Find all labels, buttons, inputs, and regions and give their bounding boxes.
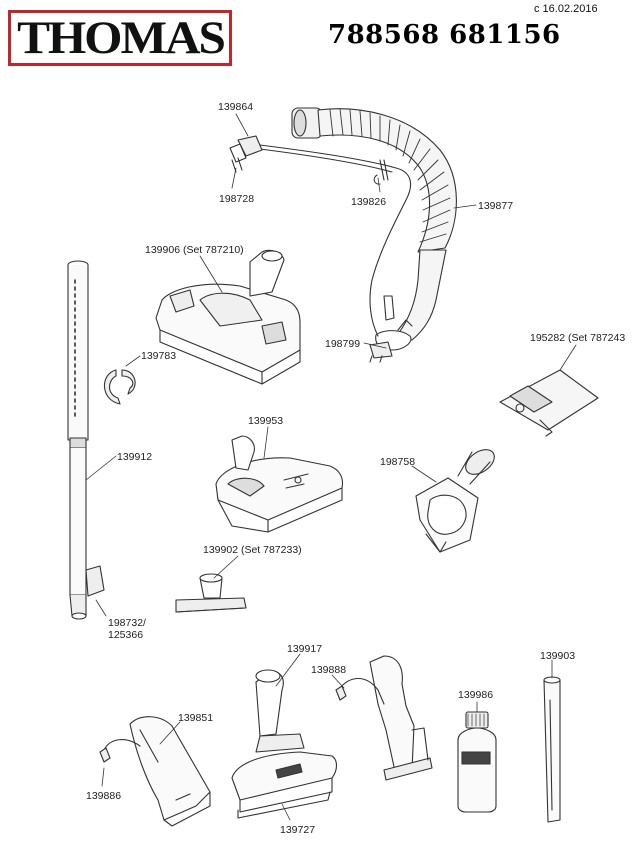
part-label-139727: 139727 xyxy=(280,824,316,836)
part-label-139864: 139864 xyxy=(218,101,254,113)
part-label-198732: 198732/ 125366 xyxy=(108,617,146,641)
shampoo-bottle-139986 xyxy=(457,711,497,813)
part-label-139912: 139912 xyxy=(117,451,153,463)
thomas-logo: THOMAS xyxy=(8,10,232,66)
spray-nozzle-139888 xyxy=(335,655,433,781)
part-label-139886: 139886 xyxy=(86,790,122,802)
part-label-195282: 195282 (Set 787243 xyxy=(530,332,626,344)
part-label-139906: 139906 (Set 787210) xyxy=(145,244,244,256)
clip-139783 xyxy=(103,369,136,405)
hose-139877 xyxy=(229,107,457,363)
leader-lines xyxy=(85,113,577,821)
tube-139912 xyxy=(67,260,105,620)
part-label-198758: 198758 xyxy=(380,456,416,468)
part-label-139851: 139851 xyxy=(178,712,214,724)
part-label-139877: 139877 xyxy=(478,200,514,212)
model-numbers: 788568 681156 xyxy=(328,20,561,50)
part-label-139888: 139888 xyxy=(311,664,347,676)
part-label-139826: 139826 xyxy=(351,196,387,208)
dust-bag-195282 xyxy=(499,369,599,437)
turbo-brush-139953 xyxy=(215,435,344,533)
part-label-139903: 139903 xyxy=(540,650,576,662)
part-label-139953: 139953 xyxy=(248,415,284,427)
crevice-nozzle-139903 xyxy=(543,676,561,823)
part-label-139902: 139902 (Set 787233) xyxy=(203,544,302,556)
floor-nozzle-139906 xyxy=(155,249,301,385)
part-label-139986: 139986 xyxy=(458,689,494,701)
carpet-nozzle-139917 xyxy=(231,669,338,819)
upholstery-nozzle-139902 xyxy=(175,573,247,613)
hand-nozzle-139851 xyxy=(99,716,211,827)
revision-date: с 16.02.2016 xyxy=(534,3,598,15)
part-label-198799: 198799 xyxy=(325,338,361,350)
bag-holder-198758 xyxy=(415,449,495,553)
part-label-139917: 139917 xyxy=(287,643,323,655)
part-label-198728: 198728 xyxy=(219,193,255,205)
logo-text: THOMAS xyxy=(16,12,226,64)
part-label-139783: 139783 xyxy=(141,350,177,362)
